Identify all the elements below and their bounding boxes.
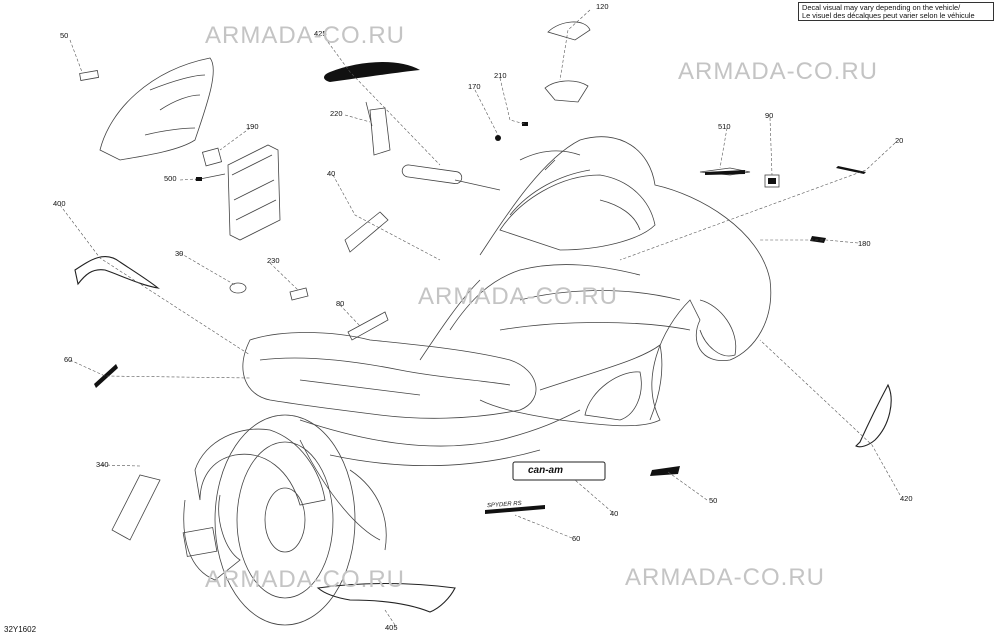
callout-180: 180 <box>858 239 871 248</box>
seat <box>242 332 537 419</box>
callout-60-bottom: 60 <box>572 534 581 543</box>
callout-60-left: 60 <box>64 355 73 364</box>
callout-420: 420 <box>900 494 913 503</box>
callout-30: 30 <box>175 249 184 258</box>
decal-405 <box>316 582 456 613</box>
callout-400: 400 <box>53 199 66 208</box>
callout-500: 500 <box>164 174 177 183</box>
side-vent <box>584 371 642 421</box>
callout-210: 210 <box>494 71 507 80</box>
decal-variation-note: Decal visual may vary depending on the v… <box>798 2 994 21</box>
diagram-code: 32Y1602 <box>4 625 37 634</box>
decal-400 <box>74 256 160 289</box>
watermark: ARMADA-CO.RU <box>205 22 406 49</box>
callout-220: 220 <box>330 109 343 118</box>
front-fairing <box>479 136 772 427</box>
handlebar-area <box>499 174 656 251</box>
callout-50-bottom: 50 <box>709 496 718 505</box>
can-am-decal-text: can-am <box>528 465 564 476</box>
frame-lines <box>299 409 581 541</box>
rear-fender <box>194 428 326 506</box>
callout-190: 190 <box>246 122 259 131</box>
callout-170: 170 <box>468 82 481 91</box>
can-am-decal <box>512 461 606 481</box>
callout-40-top: 40 <box>327 169 336 178</box>
callout-405: 405 <box>385 623 398 632</box>
callout-340: 340 <box>96 460 109 469</box>
note-line-french: Le visuel des décalques peut varier selo… <box>802 11 975 21</box>
watermark: ARMADA-CO.RU <box>205 566 406 593</box>
watermark: ARMADA-CO.RU <box>678 58 879 85</box>
callout-90: 90 <box>765 111 774 120</box>
callout-40-bottom: 40 <box>610 509 619 518</box>
callout-510: 510 <box>718 122 731 131</box>
rear-wheel <box>214 414 356 626</box>
note-line-english: Decal visual may vary depending on the v… <box>802 3 961 12</box>
watermark: ARMADA-CO.RU <box>625 564 826 591</box>
side-panel <box>99 57 214 161</box>
callout-20: 20 <box>895 136 904 145</box>
callout-50-top: 50 <box>60 31 69 40</box>
decal-420 <box>855 383 892 448</box>
callout-230: 230 <box>267 256 280 265</box>
callout-425: 425 <box>314 29 327 38</box>
callout-80: 80 <box>336 299 345 308</box>
callout-120: 120 <box>596 2 609 11</box>
decal-425 <box>324 61 420 82</box>
bracket-box <box>227 144 281 241</box>
watermark: ARMADA-CO.RU <box>418 283 619 310</box>
